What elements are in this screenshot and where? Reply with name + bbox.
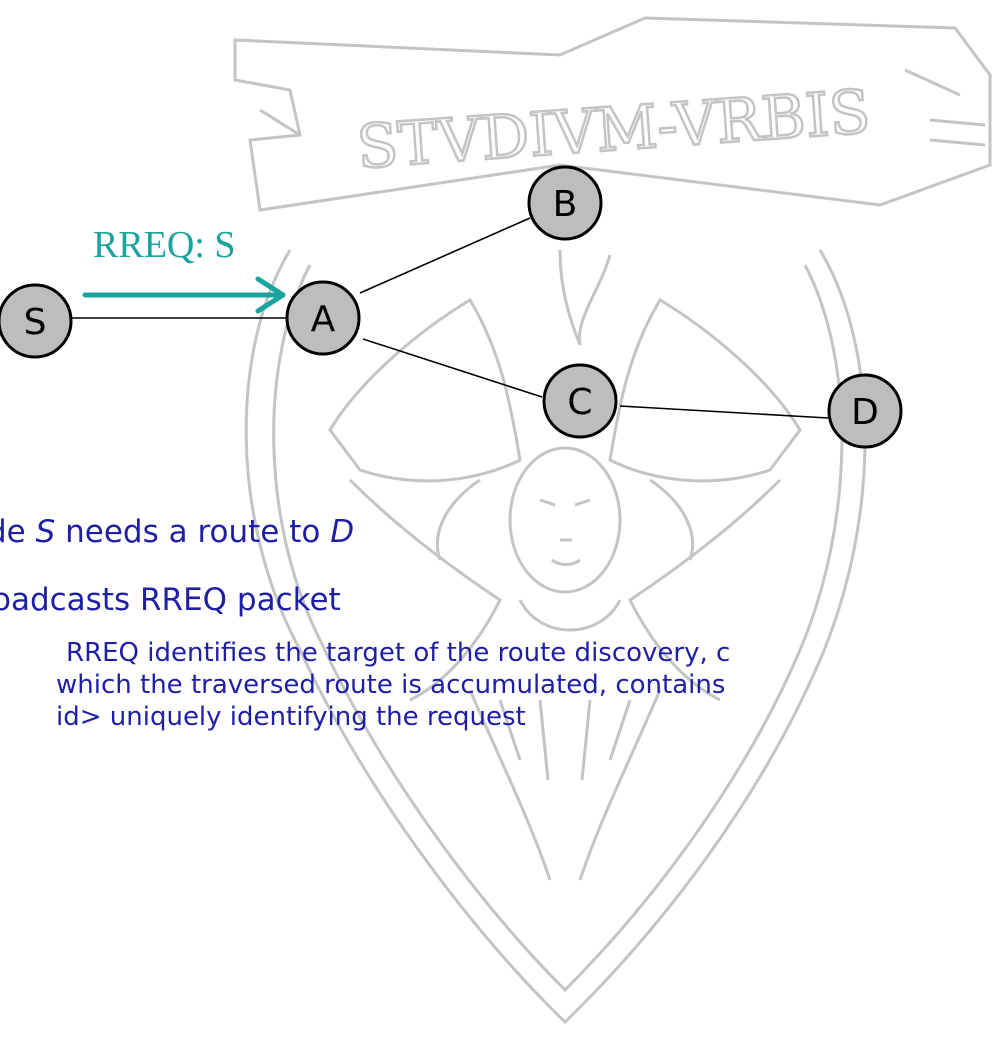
crest-motto: STVDIVM-VRBIS — [355, 77, 873, 183]
crest-banner-fold — [259, 68, 986, 147]
node-s: S — [0, 283, 73, 359]
edge-a-b — [359, 217, 531, 294]
rreq-description-line-3: id> uniquely identifying the request — [56, 702, 526, 732]
crest-banner — [233, 16, 992, 212]
edge-a-c — [362, 338, 543, 398]
rreq-description-line-2: which the traversed route is accumulated… — [56, 670, 726, 700]
bullet-rreq-description: RREQ identifies the target of the route … — [56, 637, 730, 733]
network-edges — [72, 217, 829, 419]
edge-c-d — [619, 405, 829, 419]
node-c: C — [542, 363, 618, 439]
node-d-label: D — [851, 392, 879, 433]
bullet1-prefix: ode — [0, 514, 26, 550]
bullet-node-needs-route: ode S needs a route to D — [0, 512, 354, 552]
bullet-broadcasts-rreq: oadcasts RREQ packet — [0, 582, 341, 618]
rreq-arrow — [82, 276, 286, 314]
winged-figure — [328, 249, 802, 881]
node-a-label: A — [311, 299, 336, 340]
bullet1-node-d: D — [330, 514, 355, 550]
node-b: B — [527, 165, 603, 241]
crest-shield-inner — [272, 264, 844, 993]
rreq-label: RREQ: S — [93, 224, 236, 266]
node-s-label: S — [24, 302, 47, 343]
bullet1-node-s: S — [35, 514, 56, 550]
node-b-label: B — [553, 184, 578, 225]
node-c-label: C — [567, 382, 592, 423]
node-d: D — [827, 373, 903, 449]
crest-shield-outline — [244, 249, 867, 1025]
bullet1-middle: needs a route to — [55, 514, 331, 550]
node-a: A — [285, 280, 361, 356]
rreq-description-line-1: RREQ identifies the target of the route … — [66, 638, 731, 668]
